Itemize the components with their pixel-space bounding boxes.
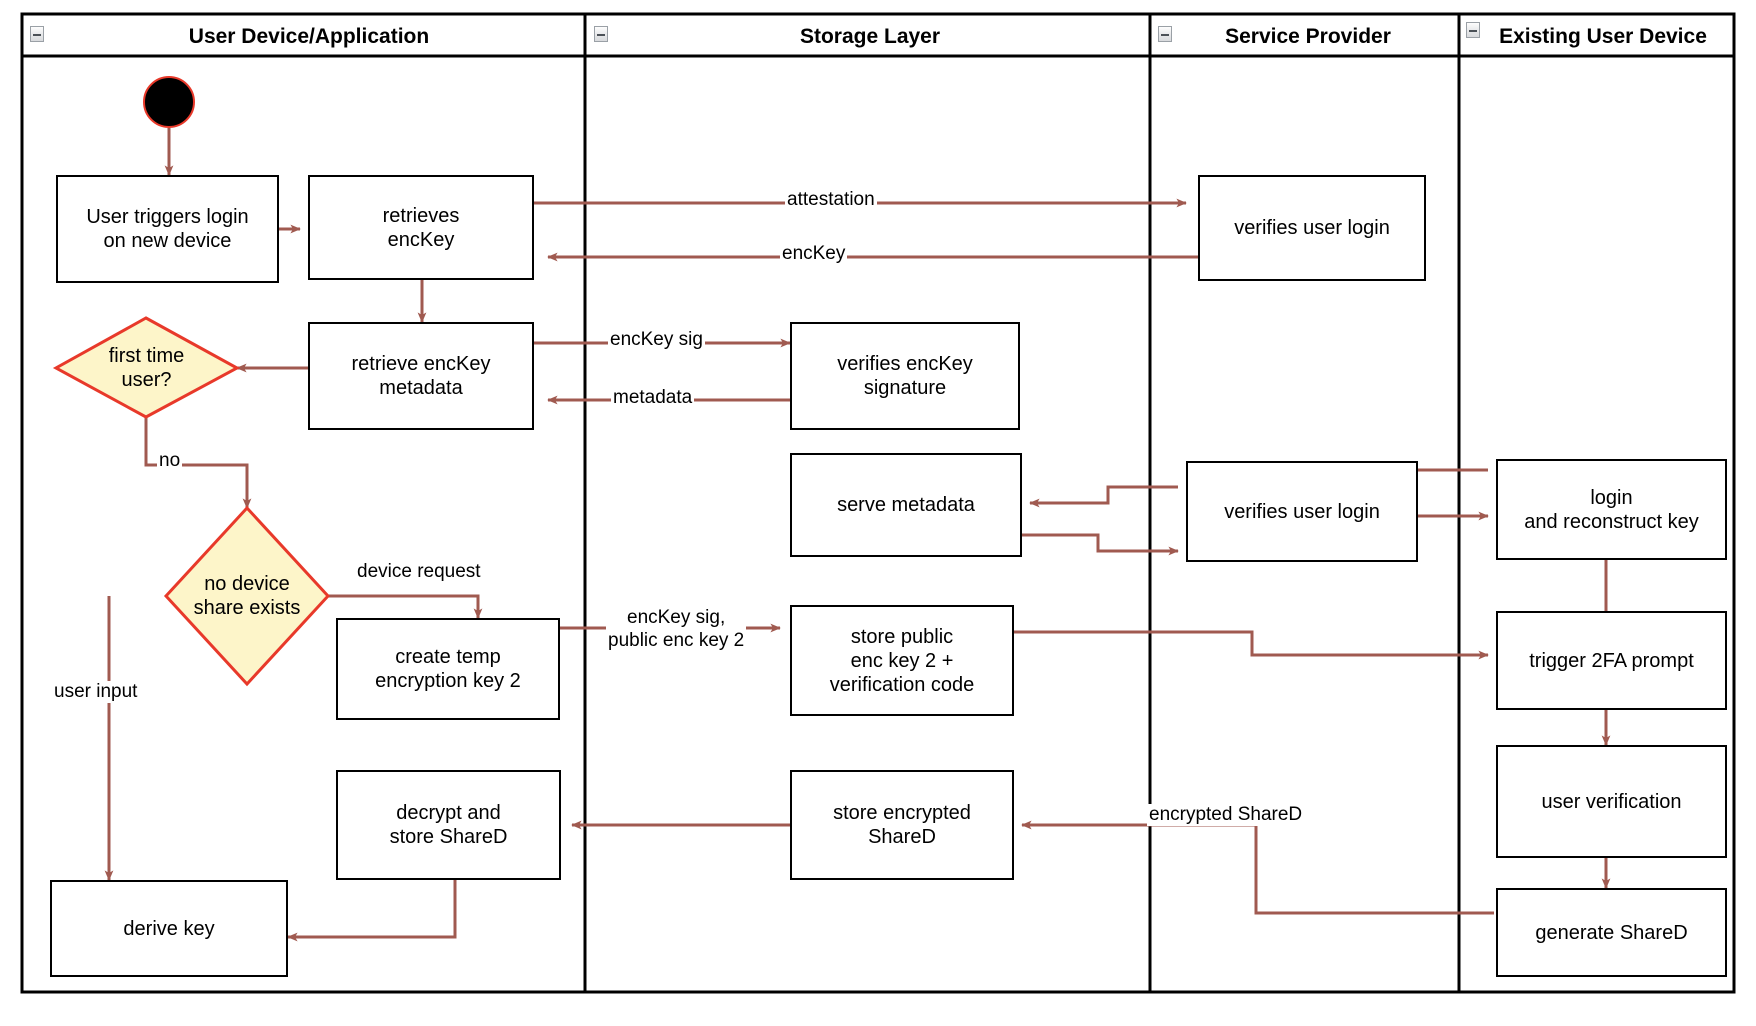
activity-node-verifies-user-login-1[interactable]: verifies user login <box>1198 175 1426 281</box>
edge-d1-no-to-d2 <box>144 417 252 509</box>
collapse-minus-icon-lane-1[interactable] <box>30 26 44 42</box>
decision-no-device-share-shape <box>163 505 331 687</box>
activity-node-retrieve-enckey-metadata[interactable]: retrieve encKey metadata <box>308 322 534 430</box>
lane-title-existing-device: Existing User Device <box>1499 25 1707 49</box>
decision-shapes <box>52 316 331 687</box>
collapse-minus-icon-lane-3[interactable] <box>1158 26 1172 42</box>
activity-node-login-and-reconstruct-key[interactable]: login and reconstruct key <box>1496 459 1727 560</box>
edge-label-encrypted-shared: encrypted ShareD <box>1147 804 1305 826</box>
activity-node-verifies-user-login-2[interactable]: verifies user login <box>1186 461 1418 562</box>
activity-node-serve-metadata[interactable]: serve metadata <box>790 453 1022 557</box>
decision-first-time-user-shape <box>52 316 241 419</box>
activity-node-verifies-enckey-signature[interactable]: verifies encKey signature <box>790 322 1020 430</box>
activity-node-generate-shared[interactable]: generate ShareD <box>1496 888 1727 977</box>
lane-title-user-device: User Device/Application <box>188 25 430 49</box>
edge-label-attestation: attestation <box>785 189 877 211</box>
edge-layer <box>104 128 1611 942</box>
lane-title-service-provider: Service Provider <box>1225 25 1391 49</box>
edge-serve-metadata-to-n12 <box>1022 533 1179 556</box>
activity-node-user-triggers-login[interactable]: User triggers login on new device <box>56 175 279 283</box>
activity-node-user-verification[interactable]: user verification <box>1496 745 1727 858</box>
activity-node-retrieves-enckey[interactable]: retrieves encKey <box>308 175 534 280</box>
edge-store-pub-to-trigger-2fa <box>1013 630 1489 660</box>
collapse-minus-icon-lane-2[interactable] <box>594 26 608 42</box>
activity-node-decrypt-and-store-shared[interactable]: decrypt and store ShareD <box>336 770 561 880</box>
collapse-minus-icon-lane-4[interactable] <box>1466 22 1480 38</box>
edge-label-enckey: encKey <box>780 243 848 265</box>
lane-title-storage: Storage Layer <box>799 25 941 49</box>
edge-label-user-input: user input <box>52 681 140 703</box>
edge-label-enckey-sig: encKey sig <box>608 329 705 351</box>
activity-node-store-public-enc-key-2[interactable]: store public enc key 2 + verification co… <box>790 605 1014 716</box>
edge-n5-to-n6 <box>287 880 457 942</box>
activity-node-trigger-2fa-prompt[interactable]: trigger 2FA prompt <box>1496 611 1727 710</box>
lane-frame <box>20 12 1736 994</box>
edge-label-no: no <box>157 450 183 472</box>
decision-label-first-time-user[interactable]: first time user? <box>108 344 185 391</box>
edge-label-sig-pubkey: encKey sig, public enc key 2 <box>606 607 747 653</box>
activity-node-create-temp-encryption-key-2[interactable]: create temp encryption key 2 <box>336 618 560 720</box>
edge-label-metadata: metadata <box>611 387 695 409</box>
edge-encrypted-shared <box>1021 820 1494 915</box>
start-node <box>143 76 195 128</box>
activity-node-store-encrypted-shared[interactable]: store encrypted ShareD <box>790 770 1014 880</box>
activity-node-derive-key[interactable]: derive key <box>50 880 288 977</box>
edge-device-request <box>328 594 483 619</box>
decision-label-no-device-share-exists[interactable]: no device share exists <box>193 573 301 619</box>
edge-n12-to-serve-metadata <box>1029 485 1178 508</box>
edge-label-device-request: device request <box>355 561 483 583</box>
